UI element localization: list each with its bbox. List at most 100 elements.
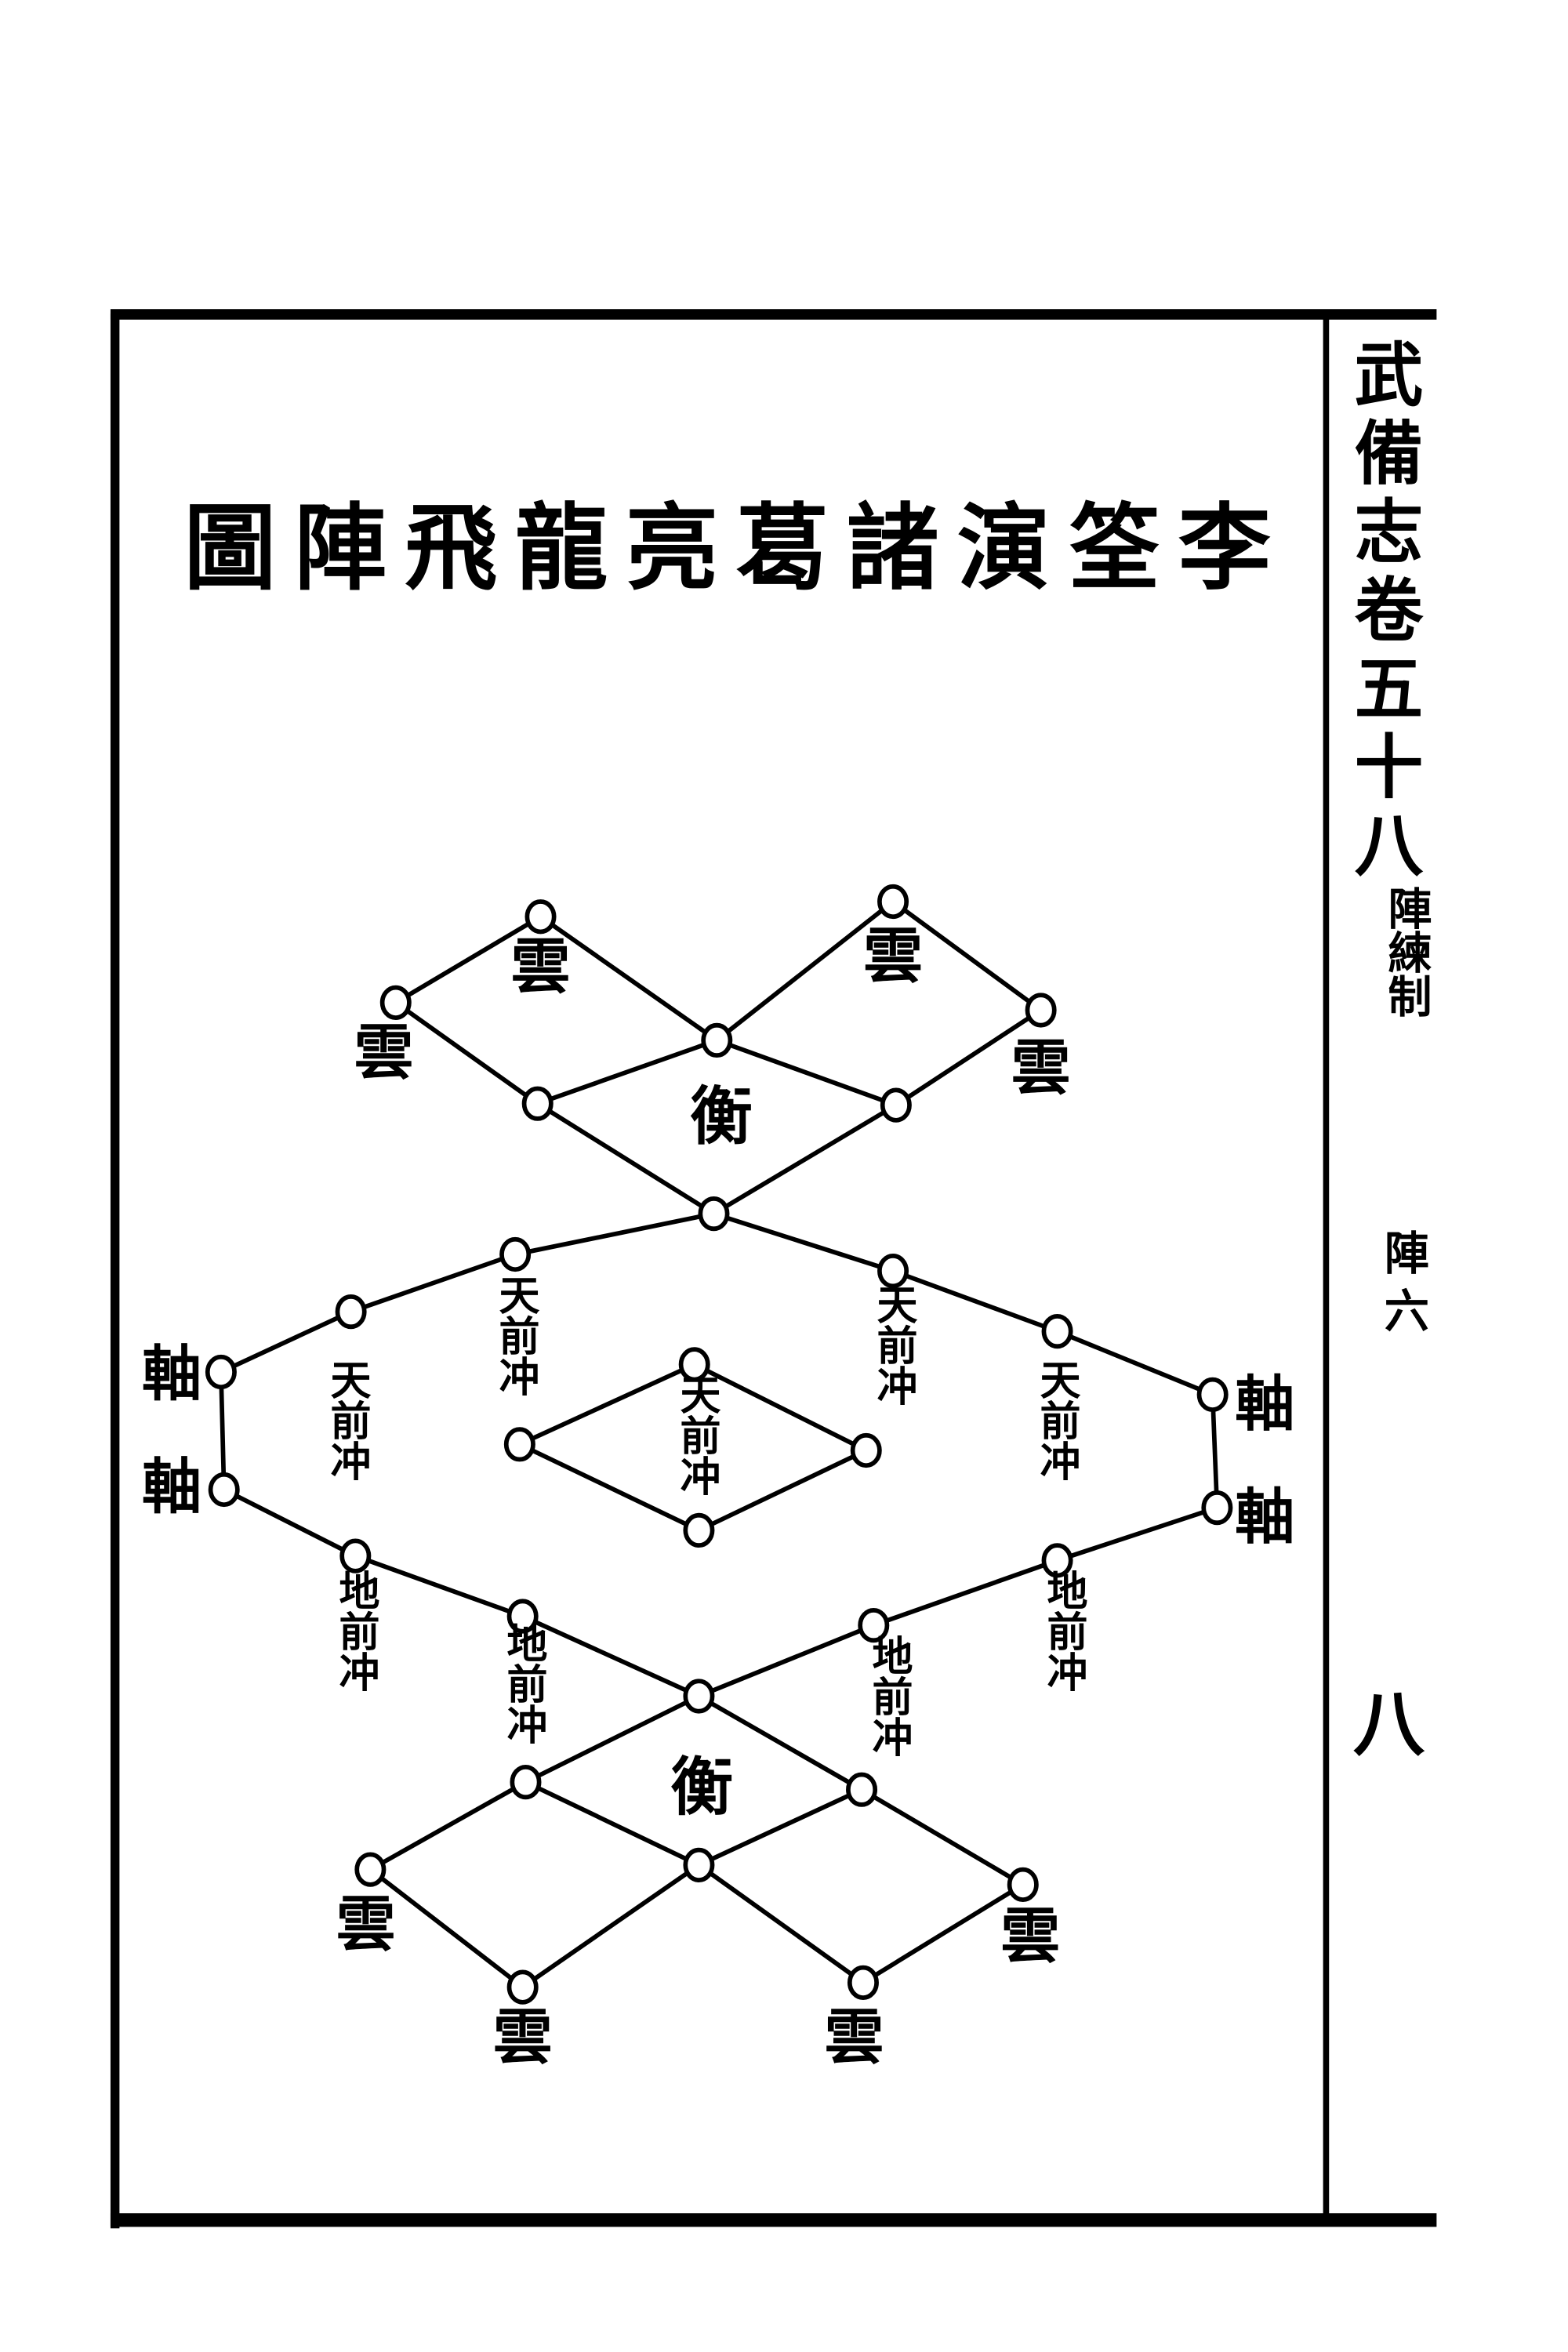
diagram-edge [715, 899, 895, 1043]
diagram-edges [219, 899, 1220, 1989]
cloud-label-char: 雲 [863, 921, 923, 992]
diagram-edge [862, 1882, 1025, 1985]
diagram-edge [873, 1558, 1058, 1628]
formation-node [1041, 1313, 1073, 1349]
formation-node [1007, 1867, 1039, 1902]
formation-node [510, 1764, 542, 1800]
axle-label: 軸 [1235, 1482, 1294, 1552]
page-frame [110, 309, 1437, 2229]
formation-node [698, 1196, 730, 1232]
diagram-edge [697, 1863, 865, 1985]
axle-label: 軸 [142, 1452, 201, 1523]
formation-node [880, 1087, 912, 1123]
diagram-edge [524, 1693, 700, 1784]
balance-label: 衡 [670, 1750, 733, 1824]
formation-node [701, 1022, 733, 1058]
axle-label: 軸 [142, 1339, 201, 1410]
book-title-char: 十 [1355, 726, 1424, 808]
diagram-edge [354, 1553, 524, 1619]
cloud-label: 雲 [863, 921, 923, 992]
formation-node [506, 1599, 539, 1634]
formation-node [683, 1847, 715, 1882]
cloud-label: 雲 [1000, 1901, 1060, 1972]
diagram-edge [521, 1863, 701, 1989]
heaven-front-charge-label: 天前冲 [1033, 1359, 1080, 1481]
axle-label-char: 軸 [142, 1452, 201, 1523]
diagram-edge [713, 1211, 894, 1273]
diagram-edge [223, 1487, 357, 1559]
diagram-edge [524, 1780, 700, 1867]
cloud-label-char: 雲 [493, 2002, 553, 2073]
axle-label-char: 軸 [1235, 1482, 1294, 1552]
heaven-front-charge-label: 天前冲 [323, 1359, 371, 1481]
earth-front-charge-label: 地前冲 [499, 1622, 547, 1744]
formation-node [524, 899, 557, 935]
formation-node [1041, 1543, 1073, 1578]
book-title-char: 武 [1355, 334, 1424, 416]
book-title-char: 備 [1355, 412, 1424, 494]
balance-label-char: 衡 [690, 1080, 753, 1153]
formation-node [1201, 1490, 1233, 1526]
balance-label-char: 衡 [670, 1750, 733, 1824]
diagram-edge [693, 1362, 868, 1453]
diagram-edge [1056, 1329, 1214, 1397]
formation-node [208, 1472, 240, 1508]
diagram-edge [716, 1038, 897, 1108]
diagram-edge [1056, 1505, 1218, 1563]
formation-node [846, 1772, 878, 1807]
formation-node [858, 1607, 890, 1643]
book-title-char: 卷 [1355, 569, 1425, 651]
diagram-edge [860, 1788, 1025, 1887]
diagram-edge [394, 914, 542, 1005]
formation-node [335, 1294, 367, 1330]
diagram-edge [518, 1362, 695, 1446]
formation-node [683, 1679, 715, 1714]
diagram-title: 圖陣飛龍亮葛諸演筌李 [183, 493, 1288, 603]
cloud-label-char: 雲 [354, 1018, 413, 1088]
formation-node [205, 1354, 237, 1390]
formation-node [678, 1347, 710, 1382]
cloud-label-char: 雲 [1000, 1901, 1060, 1972]
diagram-edge [518, 1442, 700, 1533]
diagram-edge [1210, 1394, 1220, 1508]
cloud-label: 雲 [493, 2002, 553, 2073]
cloud-label: 雲 [824, 2002, 884, 2073]
diagram-labels: 雲雲雲雲雲雲雲雲衡衡軸軸軸軸 [142, 921, 1294, 2073]
diagram-edge [713, 1103, 898, 1216]
diagram-edge [536, 1038, 718, 1106]
formation-node [506, 1969, 539, 2005]
diagram-edge [219, 1371, 227, 1490]
cloud-label: 雲 [1011, 1033, 1071, 1103]
cloud-label: 雲 [510, 931, 570, 1002]
cloud-label-char: 雲 [510, 931, 570, 1002]
frame-left-border [110, 314, 120, 2229]
axle-label-char: 軸 [142, 1339, 201, 1410]
diagram-edge [698, 1788, 863, 1867]
cloud-label: 雲 [336, 1889, 396, 1959]
formation-node [877, 1254, 909, 1289]
formation-node [1025, 993, 1057, 1028]
heaven-front-charge-label: 天前冲 [492, 1274, 539, 1396]
heaven-front-charge-label: 天前冲 [673, 1374, 720, 1496]
diagram-edge [698, 1693, 863, 1792]
diagram-edge [539, 914, 718, 1043]
earth-front-charge-label: 地前冲 [332, 1570, 379, 1692]
balance-label: 衡 [690, 1080, 753, 1153]
earth-front-charge-label: 地前冲 [1040, 1570, 1087, 1692]
book-title-char: 志 [1355, 491, 1424, 572]
diagram-edge [892, 1269, 1058, 1334]
diagram-edge [895, 1008, 1043, 1108]
earth-front-charge-label: 地前冲 [865, 1635, 913, 1757]
formation-node [354, 1852, 387, 1887]
axle-label-char: 軸 [1235, 1369, 1294, 1439]
diagram-edge [536, 1102, 715, 1216]
formation-node [379, 985, 412, 1020]
formation-node [499, 1236, 532, 1272]
subsection-title-char: 六 [1385, 1284, 1429, 1338]
formation-node [339, 1538, 372, 1573]
formation-node [503, 1427, 535, 1462]
diagram-edge [350, 1252, 517, 1314]
formation-node [683, 1512, 715, 1548]
